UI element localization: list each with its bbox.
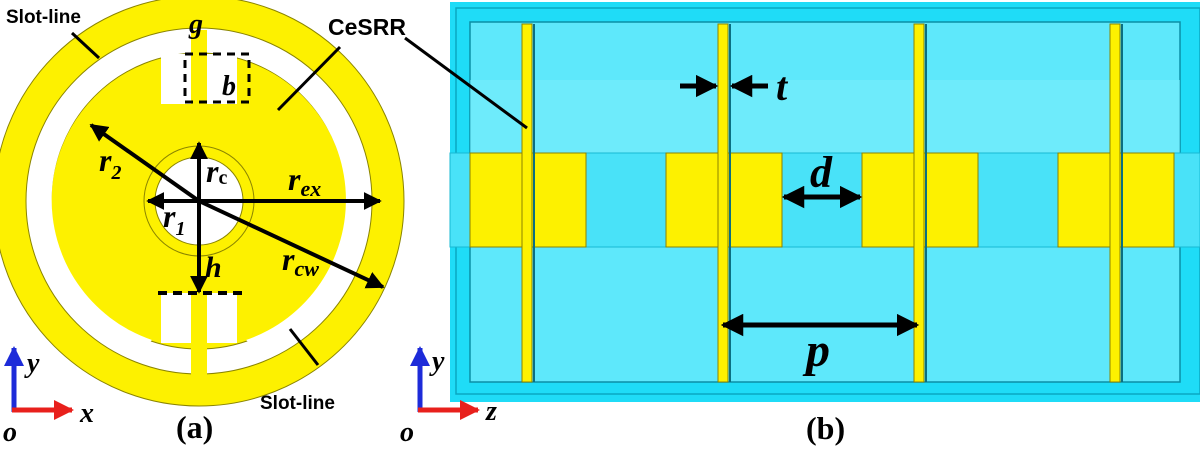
cesrr-label: CeSRR xyxy=(328,14,406,40)
label-h: h xyxy=(205,251,222,284)
label-g: g xyxy=(188,9,203,40)
axis-x-label-a: x xyxy=(79,398,94,429)
caption-a: (a) xyxy=(176,409,213,445)
label-rcw: rcw xyxy=(282,241,319,281)
top-stub xyxy=(191,30,207,70)
slot-line-top-leader xyxy=(70,31,101,60)
dimension-b-box xyxy=(183,52,251,104)
slot-line-bottom-leader xyxy=(288,328,320,366)
panel-b-side-view: t d p y z o (b) xyxy=(400,2,1200,448)
arrow-r2 xyxy=(89,123,201,203)
bottom-notch-right xyxy=(207,293,237,343)
slot-line-top-label: Slot-line xyxy=(6,7,81,28)
axis-o-label-b: o xyxy=(400,417,414,448)
label-rc: rc xyxy=(206,153,227,189)
top-notch-right xyxy=(207,54,237,104)
label-t: t xyxy=(776,64,789,109)
axis-z-label-b: z xyxy=(485,396,497,427)
bottom-stub xyxy=(191,333,207,375)
bottom-notch-left xyxy=(161,293,191,343)
label-rex: rex xyxy=(288,161,321,201)
slot-line-bottom-label: Slot-line xyxy=(260,393,335,414)
label-r1: r1 xyxy=(163,198,185,240)
axis-y-label-b: y xyxy=(429,346,445,377)
label-p: p xyxy=(802,324,830,377)
cesrr-leader-b xyxy=(404,36,528,130)
caption-b: (b) xyxy=(806,410,845,446)
label-r2: r2 xyxy=(99,142,121,184)
label-b: b xyxy=(222,71,236,102)
cesrr-leader-a xyxy=(276,45,342,112)
label-d: d xyxy=(810,148,833,197)
slot-line-gap-right xyxy=(232,40,367,353)
arrow-rcw xyxy=(198,199,385,289)
slot-line-gap-left xyxy=(32,40,165,353)
axis-y-label-a: y xyxy=(24,348,40,379)
panel-a-unit-cell: Slot-line g b CeSRR r2 rc rex r1 h rcw S… xyxy=(0,0,406,448)
cesrr-plates xyxy=(521,23,1123,383)
axis-o-label-a: o xyxy=(3,417,17,448)
